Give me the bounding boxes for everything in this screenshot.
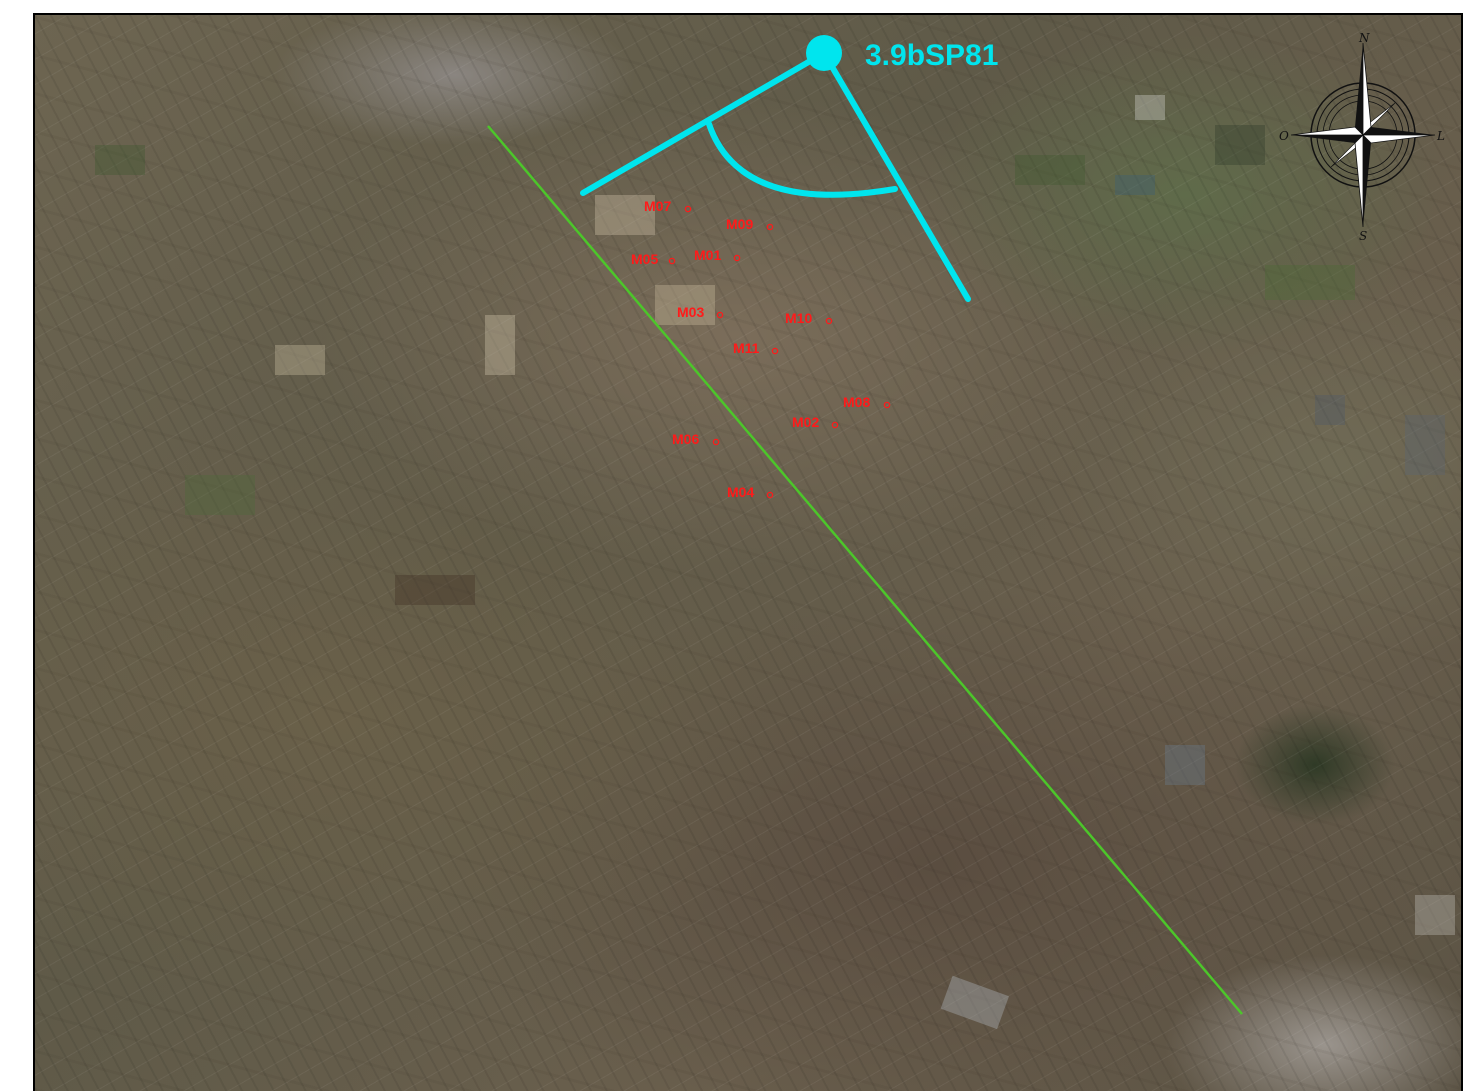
site-marker-icon	[712, 438, 720, 446]
site-marker-icon	[733, 254, 741, 262]
site-m06[interactable]: M06	[672, 431, 720, 447]
site-marker-icon	[771, 347, 779, 355]
station-marker-icon[interactable]	[806, 35, 842, 71]
site-label: M06	[672, 431, 699, 447]
station-sector	[580, 50, 971, 302]
compass-rose-icon: N S L O	[1279, 31, 1445, 243]
site-m01[interactable]: M01	[694, 247, 741, 263]
site-m10[interactable]: M10	[785, 310, 833, 326]
site-m08[interactable]: M08	[843, 394, 891, 410]
profile-line	[487, 125, 1243, 1015]
site-marker-icon	[883, 401, 891, 409]
site-label: M11	[733, 340, 760, 356]
site-m11[interactable]: M11	[733, 340, 779, 356]
site-label: M09	[726, 216, 753, 232]
site-m05[interactable]: M05	[631, 251, 676, 267]
site-m09[interactable]: M09	[726, 216, 774, 232]
site-marker-icon	[766, 223, 774, 231]
site-label: M02	[792, 414, 819, 430]
site-label: M10	[785, 310, 812, 326]
compass-south-label: S	[1359, 229, 1367, 243]
station-label: 3.9bSP81	[865, 39, 998, 72]
site-m04[interactable]: M04	[727, 484, 774, 500]
site-label: M05	[631, 251, 658, 267]
site-label: M04	[727, 484, 754, 500]
site-label: M07	[644, 198, 671, 214]
compass-north-label: N	[1358, 31, 1370, 45]
site-marker-icon	[684, 205, 692, 213]
site-m03[interactable]: M03	[677, 304, 724, 320]
compass-west-label: O	[1279, 129, 1289, 143]
map-overlay: 3.9bSP81 M07 M09 M05 M01 M03 M10 M11	[95, 31, 1455, 1030]
site-marker-icon	[766, 491, 774, 499]
site-label: M01	[694, 247, 721, 263]
site-marker-icon	[825, 317, 833, 325]
field-patches	[95, 95, 1455, 1030]
compass-east-label: L	[1436, 129, 1445, 143]
site-m02[interactable]: M02	[792, 414, 839, 430]
site-marker-icon	[716, 311, 724, 319]
satellite-map[interactable]: 3.9bSP81 M07 M09 M05 M01 M03 M10 M11	[33, 13, 1463, 1091]
site-marker-icon	[831, 421, 839, 429]
site-marker-icon	[668, 257, 676, 265]
site-label: M08	[843, 394, 870, 410]
site-m07[interactable]: M07	[644, 198, 692, 214]
site-label: M03	[677, 304, 704, 320]
